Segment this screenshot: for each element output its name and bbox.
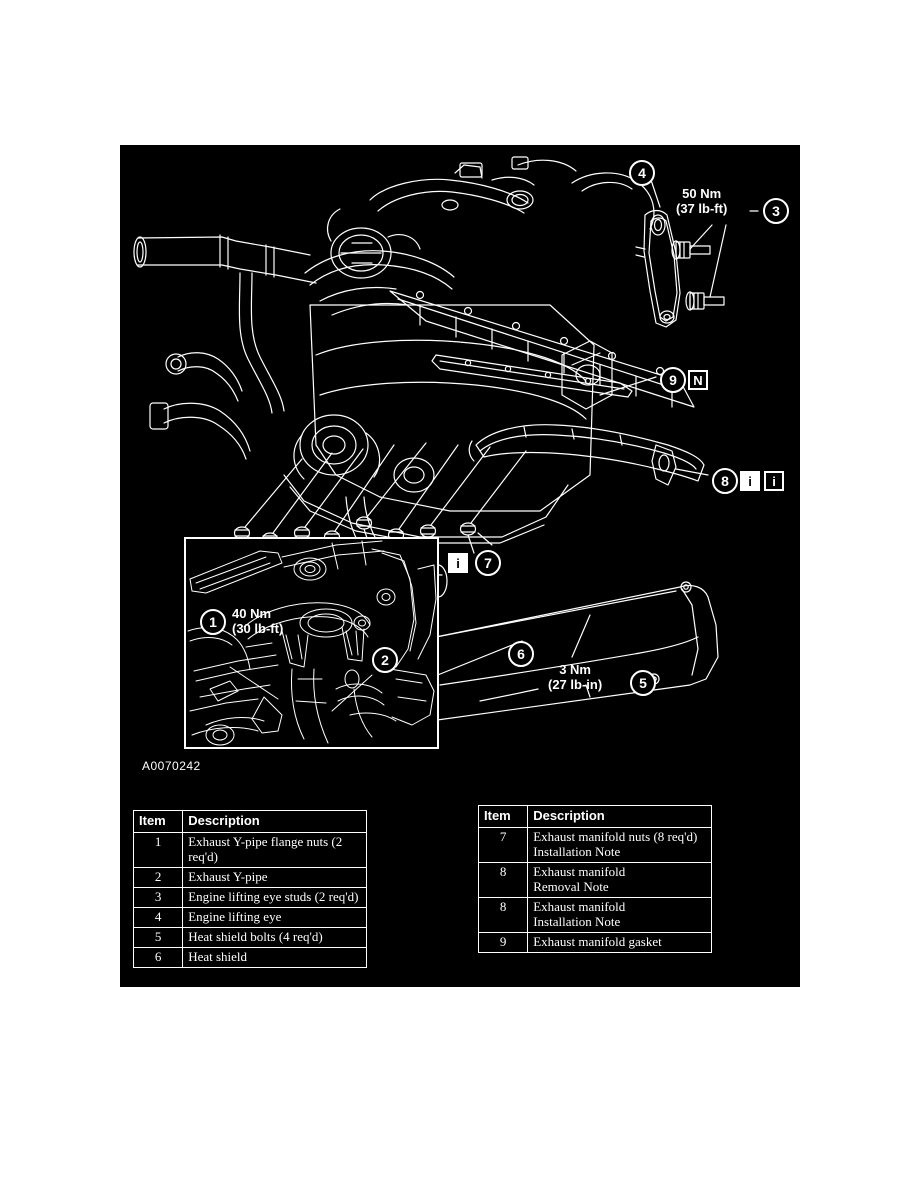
table-row: 2 Exhaust Y-pipe: [132, 866, 367, 888]
torque-spec-50nm: 50 Nm (37 lb-ft): [676, 186, 728, 216]
table-row: 9 Exhaust manifold gasket: [477, 931, 712, 953]
item-note-text: Installation Note: [533, 843, 621, 859]
item-number: 7: [477, 826, 529, 863]
item-number: 3: [132, 886, 184, 908]
table-header-row: Item Description: [132, 810, 367, 833]
table-row: 3 Engine lifting eye studs (2 req'd): [132, 886, 367, 908]
callout-3[interactable]: 3: [763, 198, 789, 224]
item-description: Heat shield bolts (4 req'd): [182, 926, 367, 948]
table-row: 4 Engine lifting eye: [132, 906, 367, 928]
callout-8[interactable]: 8: [712, 468, 738, 494]
parts-table-right: Item Description 7 Exhaust manifold nuts…: [477, 805, 712, 953]
torque-spec-3nm: 3 Nm (27 lb-in): [548, 662, 603, 692]
item-description: Exhaust manifold Installation Note: [527, 896, 712, 933]
callout-2[interactable]: 2: [372, 647, 398, 673]
table-header-row: Item Description: [477, 805, 712, 828]
item-number: 4: [132, 906, 184, 928]
item-description-text: Exhaust manifold: [533, 863, 626, 879]
callout-7[interactable]: 7: [475, 550, 501, 576]
engine-line-drawing: [133, 156, 759, 722]
table-row: 5 Heat shield bolts (4 req'd): [132, 926, 367, 948]
item-description: Heat shield: [182, 946, 367, 968]
note-marker-n-icon[interactable]: N: [688, 370, 708, 390]
column-header-description: Description: [527, 805, 712, 828]
item-note-text: Installation Note: [533, 913, 621, 929]
table-row: 6 Heat shield: [132, 946, 367, 968]
y-pipe-inset-drawing: [187, 540, 437, 746]
item-description: Engine lifting eye: [182, 906, 367, 928]
item-number: 5: [132, 926, 184, 948]
item-description: Engine lifting eye studs (2 req'd): [182, 886, 367, 908]
table-row: 1 Exhaust Y-pipe flange nuts (2 req'd): [132, 831, 367, 868]
callout-4[interactable]: 4: [629, 160, 655, 186]
item-number: 8: [477, 861, 529, 898]
callout-1[interactable]: 1: [200, 609, 226, 635]
column-header-item: Item: [132, 810, 184, 833]
installation-note-icon[interactable]: i: [764, 471, 784, 491]
callout-9[interactable]: 9: [660, 367, 686, 393]
exhaust-manifold-figure: 50 Nm (37 lb-ft) 3 Nm (27 lb-in) 3 4 9 8…: [120, 145, 800, 987]
item-description: Exhaust manifold gasket: [527, 931, 712, 953]
y-pipe-inset-detail: 1 2 40 Nm (30 lb-ft): [184, 537, 439, 749]
item-note-text: Removal Note: [533, 878, 609, 894]
item-description-text: Exhaust manifold gasket: [533, 933, 662, 949]
item-number: 2: [132, 866, 184, 888]
item-number: 9: [477, 931, 529, 953]
item-description-text: Exhaust manifold: [533, 898, 626, 914]
column-header-item: Item: [477, 805, 529, 828]
callout-6[interactable]: 6: [508, 641, 534, 667]
column-header-description: Description: [182, 810, 367, 833]
item-description-text: Exhaust manifold nuts (8 req'd): [533, 828, 698, 844]
torque-spec-40nm: 40 Nm (30 lb-ft): [232, 606, 284, 636]
parts-table-left: Item Description 1 Exhaust Y-pipe flange…: [132, 810, 367, 968]
callout-5[interactable]: 5: [630, 670, 656, 696]
item-description: Exhaust Y-pipe flange nuts (2 req'd): [182, 831, 367, 868]
item-number: 1: [132, 831, 184, 868]
installation-note-icon-nuts[interactable]: i: [448, 553, 468, 573]
item-number: 8: [477, 896, 529, 933]
figure-id-label: A0070242: [142, 759, 201, 773]
item-number: 6: [132, 946, 184, 968]
item-description: Exhaust Y-pipe: [182, 866, 367, 888]
item-description: Exhaust manifold nuts (8 req'd) Installa…: [527, 826, 712, 863]
item-description: Exhaust manifold Removal Note: [527, 861, 712, 898]
table-row: 8 Exhaust manifold Installation Note: [477, 896, 712, 933]
removal-note-icon[interactable]: i: [740, 471, 760, 491]
table-row: 7 Exhaust manifold nuts (8 req'd) Instal…: [477, 826, 712, 863]
table-row: 8 Exhaust manifold Removal Note: [477, 861, 712, 898]
